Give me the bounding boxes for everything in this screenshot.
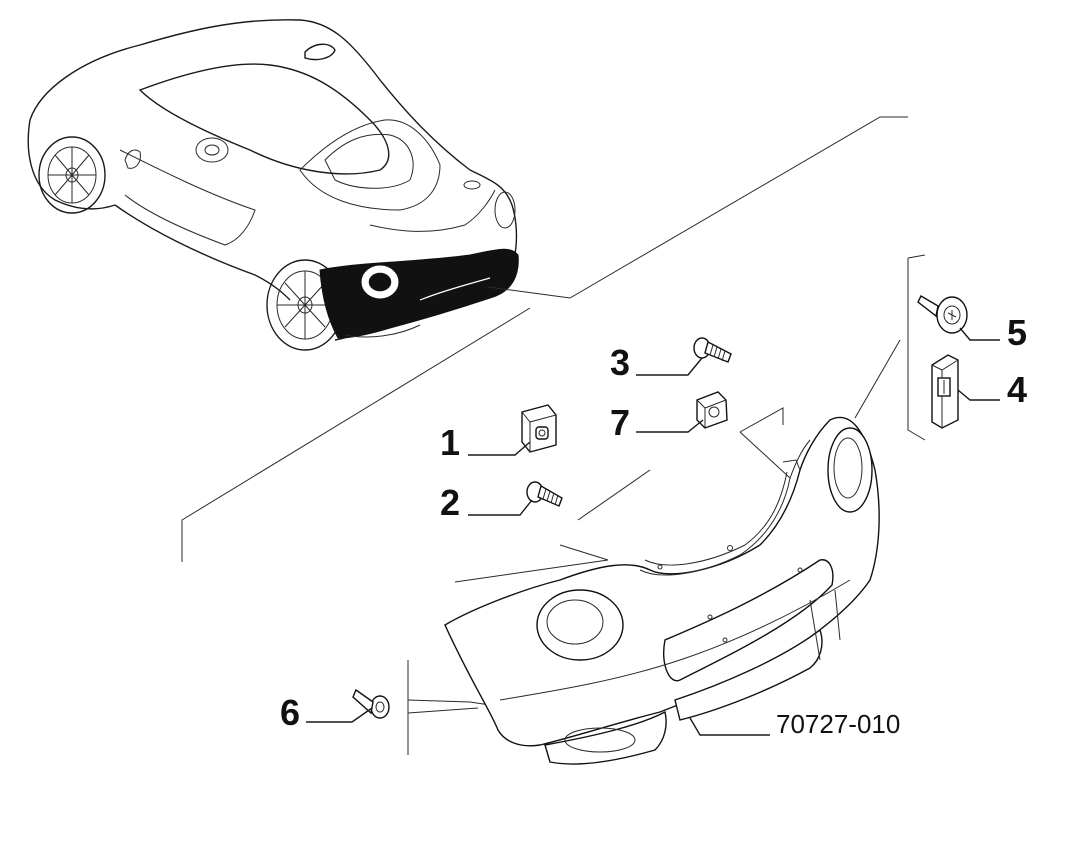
callout-5: 5 xyxy=(1007,312,1027,353)
part-4-clip-bracket xyxy=(931,354,959,429)
part-6-screw xyxy=(352,688,390,719)
callout-labels: 1 2 3 4 5 6 7 70727-010 xyxy=(280,312,1027,739)
callout-7: 7 xyxy=(610,402,630,443)
leader-frame xyxy=(181,116,926,755)
part-7-clip xyxy=(696,391,728,429)
callout-2: 2 xyxy=(440,482,460,523)
callout-1: 1 xyxy=(440,422,460,463)
assembly-code: 70727-010 xyxy=(776,709,900,739)
callout-6: 6 xyxy=(280,692,300,733)
part-5-push-rivet xyxy=(917,295,968,334)
part-3-bolt xyxy=(693,337,732,363)
rear-bumper-assembly xyxy=(444,416,880,765)
callout-3: 3 xyxy=(610,342,630,383)
part-2-bolt xyxy=(526,481,563,507)
highlighted-rear-bumper xyxy=(319,248,519,339)
callout-4: 4 xyxy=(1007,369,1027,410)
part-1-clip-nut xyxy=(521,404,557,453)
car-overview xyxy=(27,19,519,351)
callout-leaders xyxy=(306,327,1000,736)
